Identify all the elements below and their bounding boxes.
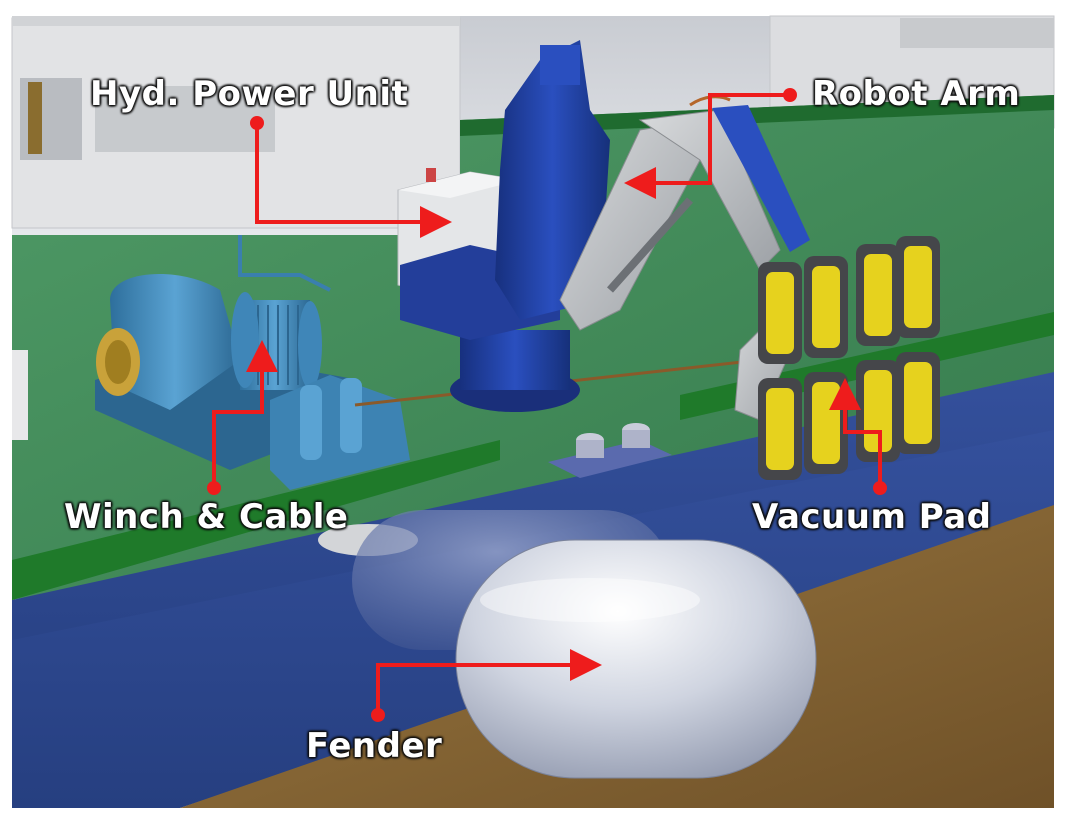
bollard [548, 423, 672, 478]
callout-dots [207, 88, 887, 722]
callout-winch-cable [212, 340, 278, 488]
callout-fender [376, 649, 602, 715]
building-left [11, 16, 461, 229]
robot-arm-base [400, 40, 610, 412]
label-fender: Fender [306, 726, 443, 766]
label-hyd-power-unit: Hyd. Power Unit [90, 74, 409, 114]
fender [352, 510, 817, 779]
vacuum-pad-array [758, 236, 940, 480]
label-robot-arm: Robot Arm [812, 74, 1021, 114]
label-winch-cable: Winch & Cable [64, 497, 349, 537]
label-vacuum-pad: Vacuum Pad [752, 497, 992, 537]
callout-lines [212, 93, 882, 715]
callout-robot-arm [624, 93, 790, 199]
callout-vacuum-pad [829, 378, 882, 488]
callout-hyd-power-unit [255, 123, 452, 238]
